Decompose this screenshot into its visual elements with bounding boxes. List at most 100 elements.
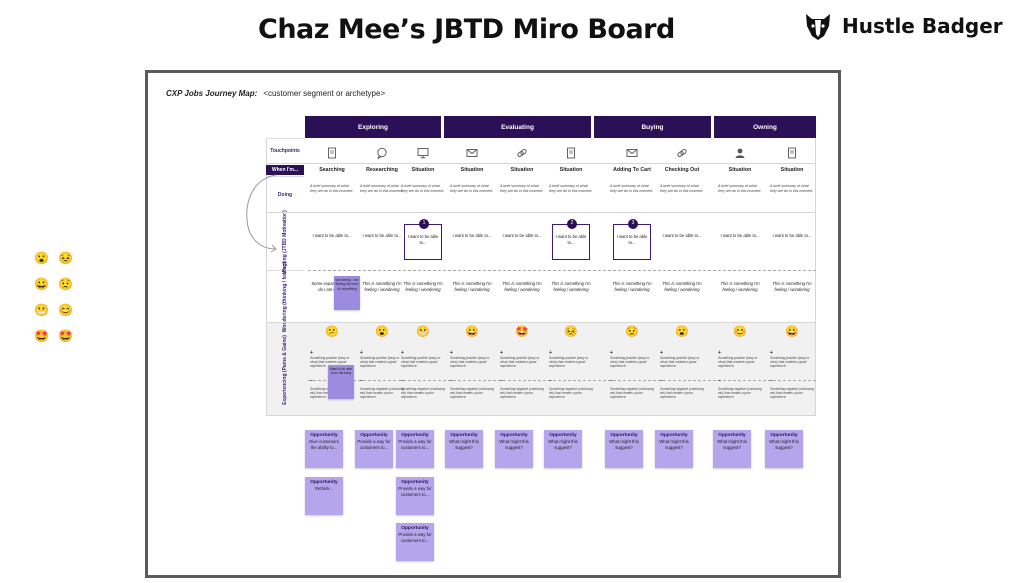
wanting-text[interactable]: I want to be able to... [360,233,404,239]
wanting-label: I want to be able to... [502,233,542,238]
envelope-icon [466,149,478,157]
phase-evaluating: Evaluating [444,116,591,138]
monitor-icon [417,148,429,159]
emotion-emoji-icon: 😣 [564,326,578,338]
wondering-text: This is something I'm feeling / wonderin… [452,281,492,292]
grid-line-dashed [308,270,816,271]
doing-text: A brief summary of what they are do in t… [401,184,445,193]
page-title: Chaz Mee’s JBTD Miro Board [258,14,675,45]
opportunity-text: Give customers the ability to... [309,439,339,451]
wanting-label: I want to be able to... [616,234,648,246]
step-label: Searching [319,167,345,173]
emotion-emoji-icon: 😊 [733,326,747,338]
wanting-text[interactable]: I want to be able to... [660,233,704,239]
grid-line-dashed [308,380,816,381]
doing-text: A brief summary of what they are do in t… [500,184,544,193]
tiny-sticky-note[interactable]: Want to be able to do the thing [328,365,354,399]
wondering-text: This is something I'm feeling / wonderin… [720,281,760,292]
plus-icon: + [360,350,363,356]
doing-text: A brief summary of what they are do in t… [770,184,814,193]
document-icon [328,147,336,159]
palette-emoji-icon[interactable]: 🤩 [58,329,73,343]
wanting-text[interactable]: I want to be able to... [450,233,494,239]
palette-emoji-icon[interactable]: 😀 [34,277,49,291]
tiny-sticky-note[interactable]: Wondering. I am feeling the need for som… [334,276,360,310]
row-label-wondering: Wondering (thinking / feeling) [266,261,304,332]
wanting-text[interactable]: I want to be able to...2 [552,219,590,260]
pain-text: Something negative (confusing etc) that … [360,387,404,400]
emotion-emoji-icon: 😮 [375,326,389,338]
opportunity-title: Opportunity [500,433,528,438]
wanting-text[interactable]: I want to be able to... [718,233,762,239]
emotion-emoji-icon: 😀 [785,326,799,338]
minus-icon: − [360,378,363,384]
palette-emoji-icon[interactable]: 😮 [34,251,49,265]
doing-text: A brief summary of what they are do in t… [360,184,404,193]
loop-arrow-icon [246,174,277,253]
plus-icon: + [450,350,453,356]
minus-icon: − [450,378,453,384]
doing-text: A brief summary of what they are do in t… [610,184,654,193]
wanting-text[interactable]: I want to be able to... 3 [613,219,651,260]
palette-emoji-icon[interactable]: 😬 [34,303,49,317]
step-label: Adding To Cart [613,167,651,173]
opportunity-text: Rethink... [314,486,334,492]
miro-board[interactable]: CXP Jobs Journey Map:<customer segment o… [145,70,841,578]
emotion-emoji-icon: 🤩 [515,326,529,338]
pain-text: Something negative (confusing etc) that … [450,387,494,400]
wanting-text[interactable]: I want to be able to... [770,233,814,239]
palette-emoji-icon[interactable]: 😟 [58,277,73,291]
pain-text: Something negative (confusing etc) that … [549,387,593,400]
step-number-badge: 3 [628,219,638,229]
emotion-emoji-icon: 😕 [325,326,339,338]
minus-icon: − [660,378,663,384]
gain-text: Something positive (easy or clear) that … [401,356,441,369]
pain-text: Something negative (confusing etc) that … [610,387,654,400]
step-label: Checking Out [664,167,700,173]
plus-icon: + [500,350,503,356]
doing-text: A brief summary of what they are do in t… [310,184,354,193]
opportunity-text: What might this suggest? [499,439,529,451]
doing-text: A brief summary of what they are do in t… [549,184,593,193]
palette-emoji-icon[interactable]: 🤩 [34,329,49,343]
gain-text: Something positive (easy or clear) that … [610,356,650,369]
plus-icon: + [549,350,552,356]
wanting-label: I want to be able to... [407,234,439,246]
wanting-text[interactable]: I want to be able to... [500,233,544,239]
gain-text: Something positive (easy or clear) that … [770,356,810,369]
gain-text: Something positive (easy or clear) that … [549,356,589,369]
grid-frame [266,138,816,416]
minus-icon: − [500,378,503,384]
wanting-label: I want to be able to... [312,233,352,238]
wanting-text[interactable]: I want to be able to...1 [404,219,442,260]
wondering-text: This is something I'm feeling / wonderin… [502,281,542,292]
speech-bubble-icon [377,147,387,159]
envelope-icon [626,149,638,157]
grid-line [266,322,816,323]
palette-emoji-icon[interactable]: 😊 [58,303,73,317]
minus-icon: − [549,378,552,384]
step-label: Situation [510,167,534,173]
row-label-touchpoints: Touchpoints [266,138,304,163]
opportunity-title: Opportunity [310,480,338,485]
wanting-text[interactable]: I want to be able to... [310,233,354,239]
palette-emoji-icon[interactable]: 😣 [58,251,73,265]
experiencing-band [266,322,816,416]
row-label-experiencing: Experiencing (Pains & Gains) [266,322,304,416]
wanting-label: I want to be able to... [662,233,702,238]
